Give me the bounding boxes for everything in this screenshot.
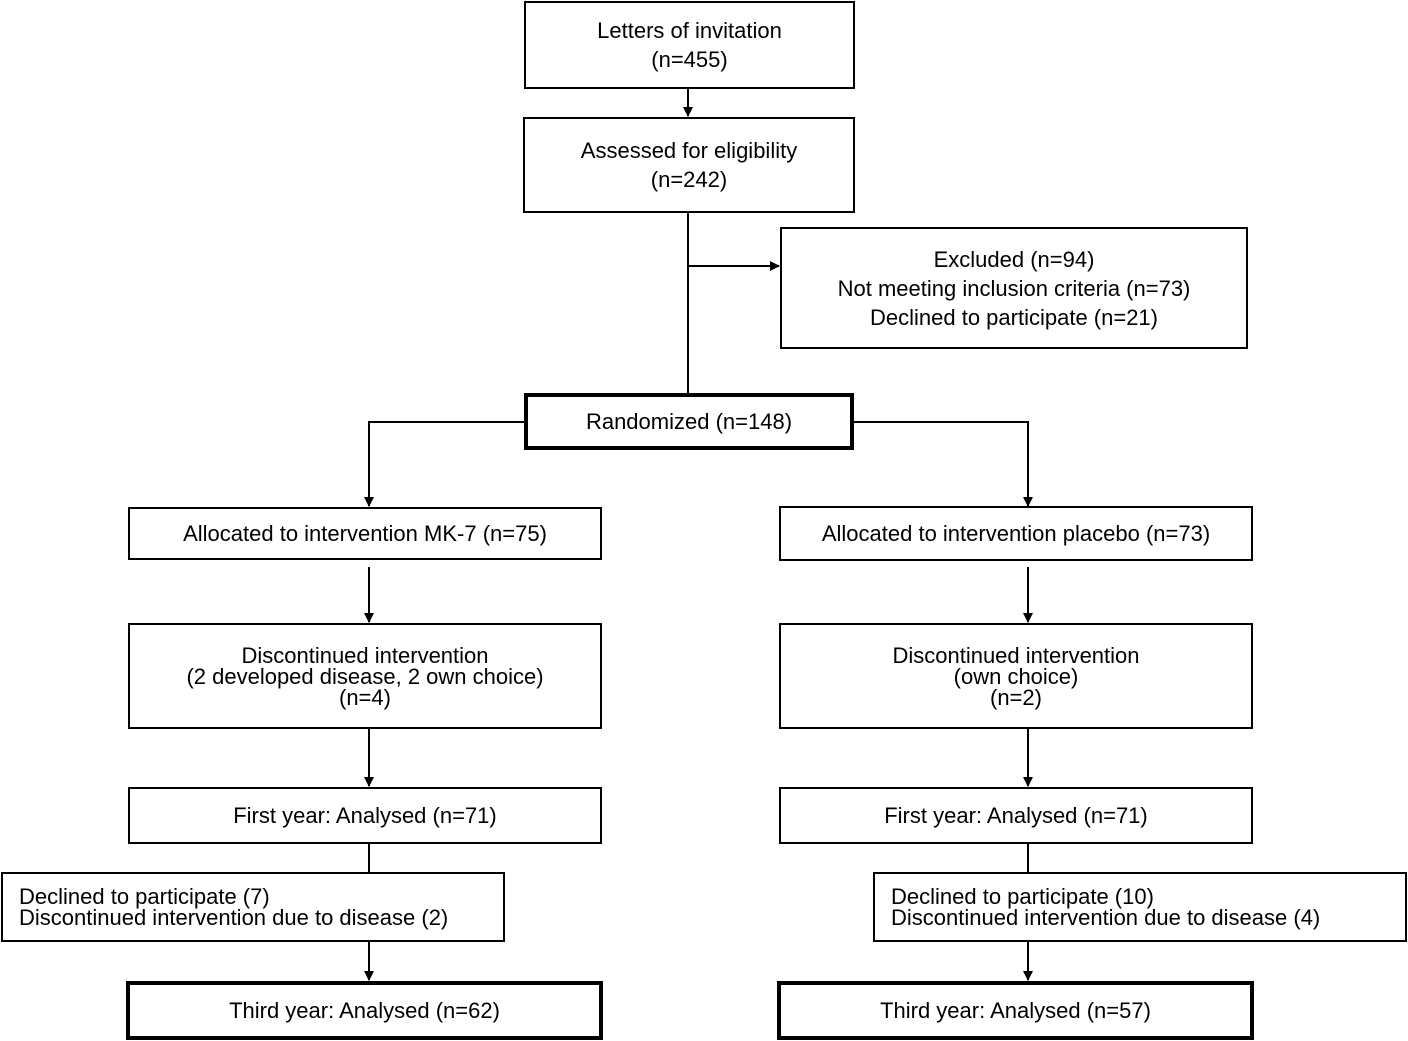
declined-mk7-line-1: Declined to participate (7) (19, 884, 270, 909)
disc-mk7-box: Discontinued intervention (2 developed d… (128, 623, 602, 729)
disc-placebo-line-1: Discontinued intervention (892, 642, 1140, 668)
randomized-box: Randomized (n=148) (524, 393, 854, 450)
first-placebo-box: First year: Analysed (n=71) (779, 787, 1253, 844)
alloc-mk7-box: Allocated to intervention MK-7 (n=75) (128, 507, 602, 560)
declined-placebo-box: Declined to participate (10) Discontinue… (873, 872, 1407, 942)
disc-mk7-line-3: (n=4) (339, 684, 391, 710)
excluded-line-1: Excluded (n=94) (933, 246, 1095, 272)
alloc-placebo-box: Allocated to intervention placebo (n=73) (779, 506, 1253, 561)
third-mk7-box: Third year: Analysed (n=62) (126, 981, 603, 1040)
excluded-line-3: Declined to participate (n=21) (870, 304, 1158, 330)
disc-mk7-line-2: (2 developed disease, 2 own choice) (186, 663, 544, 689)
excluded-line-2: Not meeting inclusion criteria (n=73) (837, 275, 1191, 301)
third-placebo-box: Third year: Analysed (n=57) (777, 981, 1254, 1040)
first-mk7-line-1: First year: Analysed (n=71) (233, 803, 497, 828)
alloc-mk7-line-1: Allocated to intervention MK-7 (n=75) (183, 521, 547, 546)
assessed-box: Assessed for eligibility (n=242) (523, 117, 855, 213)
excluded-box: Excluded (n=94) Not meeting inclusion cr… (780, 227, 1248, 349)
invitation-line-2: (n=455) (651, 47, 728, 72)
declined-mk7-box: Declined to participate (7) Discontinued… (1, 872, 505, 942)
arrow-randomized-to-mk7 (364, 421, 525, 507)
invitation-box: Letters of invitation (n=455) (524, 1, 855, 89)
third-placebo-line-1: Third year: Analysed (n=57) (880, 998, 1151, 1023)
disc-placebo-box: Discontinued intervention (own choice) (… (779, 623, 1253, 729)
alloc-placebo-line-1: Allocated to intervention placebo (n=73) (821, 521, 1211, 546)
third-mk7-line-1: Third year: Analysed (n=62) (229, 998, 500, 1023)
disc-mk7-line-1: Discontinued intervention (241, 642, 489, 668)
declined-placebo-line-1: Declined to participate (10) (891, 884, 1154, 909)
randomized-line-1: Randomized (n=148) (585, 409, 793, 434)
declined-mk7-line-2: Discontinued intervention due to disease… (19, 905, 449, 930)
arrow-randomized-to-placebo (852, 421, 1033, 507)
declined-placebo-line-2: Discontinued intervention due to disease… (891, 905, 1321, 930)
disc-placebo-line-3: (n=2) (990, 684, 1042, 710)
first-mk7-box: First year: Analysed (n=71) (128, 787, 602, 844)
assessed-line-1: Assessed for eligibility (580, 138, 798, 163)
assessed-line-2: (n=242) (650, 167, 728, 192)
invitation-line-1: Letters of invitation (597, 18, 782, 43)
disc-placebo-line-2: (own choice) (953, 663, 1079, 689)
first-placebo-line-1: First year: Analysed (n=71) (884, 803, 1148, 828)
